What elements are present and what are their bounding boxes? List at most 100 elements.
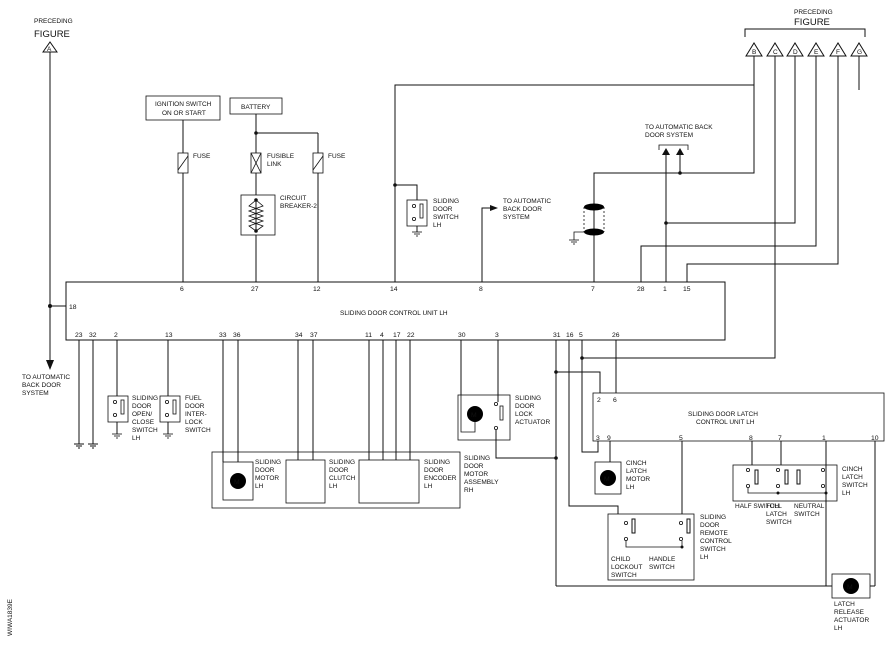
- svg-text:NEUTRAL: NEUTRAL: [794, 503, 825, 510]
- motor-assembly-box: [211, 451, 461, 509]
- svg-text:ENCODER: ENCODER: [424, 475, 457, 482]
- svg-text:SWITCH: SWITCH: [794, 511, 820, 518]
- svg-text:DOOR: DOOR: [132, 403, 152, 410]
- connector-c-label: C: [773, 49, 778, 56]
- svg-text:17: 17: [393, 332, 401, 339]
- svg-text:5: 5: [579, 332, 583, 339]
- pin-14: 14: [390, 286, 398, 293]
- svg-text:26: 26: [612, 332, 620, 339]
- svg-text:31: 31: [553, 332, 561, 339]
- to-auto-back-door-left-label: TO AUTOMATIC BACK DOOR SYSTEM: [22, 374, 70, 397]
- svg-text:ACTUATOR: ACTUATOR: [515, 419, 550, 426]
- svg-text:CLUTCH: CLUTCH: [329, 475, 356, 482]
- svg-text:37: 37: [310, 332, 318, 339]
- circuit-breaker-line1: CIRCUIT: [280, 195, 306, 202]
- sliding-door-clutch-label: SLIDING DOOR CLUTCH LH: [329, 459, 356, 490]
- svg-text:SLIDING: SLIDING: [329, 459, 355, 466]
- svg-text:DOOR: DOOR: [433, 206, 453, 213]
- pin-7: 7: [591, 286, 595, 293]
- motor-icon-release: [843, 578, 859, 594]
- pin-18: 18: [69, 304, 77, 311]
- svg-text:30: 30: [458, 332, 466, 339]
- svg-text:CONTROL: CONTROL: [700, 538, 732, 545]
- handle-switch-label: HANDLE SWITCH: [649, 556, 676, 571]
- svg-text:CHILD: CHILD: [611, 556, 631, 563]
- svg-text:16: 16: [566, 332, 574, 339]
- cinch-latch-motor-box: [594, 461, 622, 495]
- svg-text:FULL: FULL: [766, 503, 782, 510]
- latch-control-unit-title-1: SLIDING DOOR LATCH: [688, 411, 758, 418]
- svg-text:SLIDING: SLIDING: [424, 459, 450, 466]
- svg-text:SWITCH: SWITCH: [842, 482, 868, 489]
- svg-text:DOOR: DOOR: [329, 467, 349, 474]
- motor-icon-lock: [467, 406, 483, 422]
- preceding-right-line1: PRECEDING: [794, 9, 833, 16]
- svg-text:LH: LH: [329, 483, 338, 490]
- svg-text:DOOR: DOOR: [515, 403, 535, 410]
- sliding-door-switch-label: SLIDING DOOR SWITCH LH: [433, 198, 459, 229]
- svg-text:8: 8: [749, 435, 753, 442]
- svg-text:SLIDING: SLIDING: [515, 395, 541, 402]
- half-switch-label: HALF SWITCH: [735, 503, 779, 510]
- svg-text:SWITCH: SWITCH: [700, 546, 726, 553]
- svg-text:LH: LH: [842, 490, 851, 497]
- svg-text:SYSTEM: SYSTEM: [22, 390, 49, 397]
- svg-text:SLIDING: SLIDING: [464, 455, 490, 462]
- svg-text:LH: LH: [626, 484, 635, 491]
- motor-assembly-label: SLIDING DOOR MOTOR ASSEMBLY RH: [464, 455, 499, 494]
- svg-text:DOOR: DOOR: [424, 467, 444, 474]
- svg-text:TO AUTOMATIC: TO AUTOMATIC: [22, 374, 70, 381]
- svg-text:M: M: [604, 476, 610, 483]
- svg-text:M: M: [471, 412, 477, 419]
- battery-label: BATTERY: [241, 104, 271, 111]
- svg-text:LH: LH: [255, 483, 264, 490]
- control-unit-bottom-pins: 23 32 2 13 33 36 34 37 11 4 17 22 30 3 3…: [75, 332, 620, 339]
- connector-a-label: A: [47, 46, 52, 53]
- svg-text:LATCH: LATCH: [842, 474, 863, 481]
- svg-text:OPEN/: OPEN/: [132, 411, 152, 418]
- motor-icon-1: [230, 473, 246, 489]
- preceding-left-line1: PRECEDING: [34, 18, 73, 25]
- svg-text:TO AUTOMATIC: TO AUTOMATIC: [503, 198, 551, 205]
- latch-control-unit-bottom-pins: 3 9 5 8 7 1 10: [596, 435, 879, 442]
- full-latch-switch-label: FULL LATCH SWITCH: [766, 503, 792, 526]
- connector-g-label: G: [857, 49, 862, 56]
- svg-text:3: 3: [495, 332, 499, 339]
- svg-text:7: 7: [778, 435, 782, 442]
- svg-text:DOOR: DOOR: [255, 467, 275, 474]
- pin-8: 8: [479, 286, 483, 293]
- svg-text:SWITCH: SWITCH: [766, 519, 792, 526]
- svg-text:SLIDING: SLIDING: [255, 459, 281, 466]
- svg-text:INTER-: INTER-: [185, 411, 207, 418]
- fuel-door-switch-label: FUEL DOOR INTER- LOCK SWITCH: [185, 395, 211, 434]
- cinch-latch-switch-box: [732, 464, 838, 502]
- svg-text:SLIDING: SLIDING: [433, 198, 459, 205]
- preceding-figure-right: PRECEDING FIGURE B C D E F G: [744, 9, 868, 57]
- open-close-switch-icon: [107, 395, 129, 423]
- cinch-latch-motor-label: CINCH LATCH MOTOR LH: [626, 460, 650, 491]
- control-unit-title: SLIDING DOOR CONTROL UNIT LH: [340, 310, 448, 317]
- svg-text:11: 11: [365, 332, 372, 339]
- latch-pin-6: 6: [613, 397, 617, 404]
- latch-control-unit-title-2: CONTROL UNIT LH: [696, 419, 755, 426]
- preceding-left-line2: FIGURE: [34, 29, 70, 40]
- svg-text:CINCH: CINCH: [626, 460, 647, 467]
- connector-b-label: B: [752, 49, 756, 56]
- svg-text:SWITCH: SWITCH: [433, 214, 459, 221]
- remote-control-switch-label: SLIDING DOOR REMOTE CONTROL SWITCH LH: [700, 514, 732, 561]
- svg-text:9: 9: [607, 435, 611, 442]
- svg-text:LATCH: LATCH: [834, 601, 855, 608]
- to-auto-back-door-mid-label: TO AUTOMATIC BACK DOOR SYSTEM: [503, 198, 551, 221]
- sliding-door-encoder-box: [358, 459, 420, 504]
- ignition-switch-line1: IGNITION SWITCH: [155, 101, 212, 108]
- svg-text:REMOTE: REMOTE: [700, 530, 728, 537]
- connector-d-label: D: [793, 49, 798, 56]
- svg-text:SWITCH: SWITCH: [611, 572, 637, 579]
- fuse-label-1: FUSE: [193, 153, 211, 160]
- sliding-door-motor-label: SLIDING DOOR MOTOR LH: [255, 459, 281, 490]
- svg-text:10: 10: [871, 435, 879, 442]
- lock-actuator-label: SLIDING DOOR LOCK ACTUATOR: [515, 395, 550, 426]
- remote-control-switch-box: [607, 513, 695, 581]
- svg-text:32: 32: [89, 332, 97, 339]
